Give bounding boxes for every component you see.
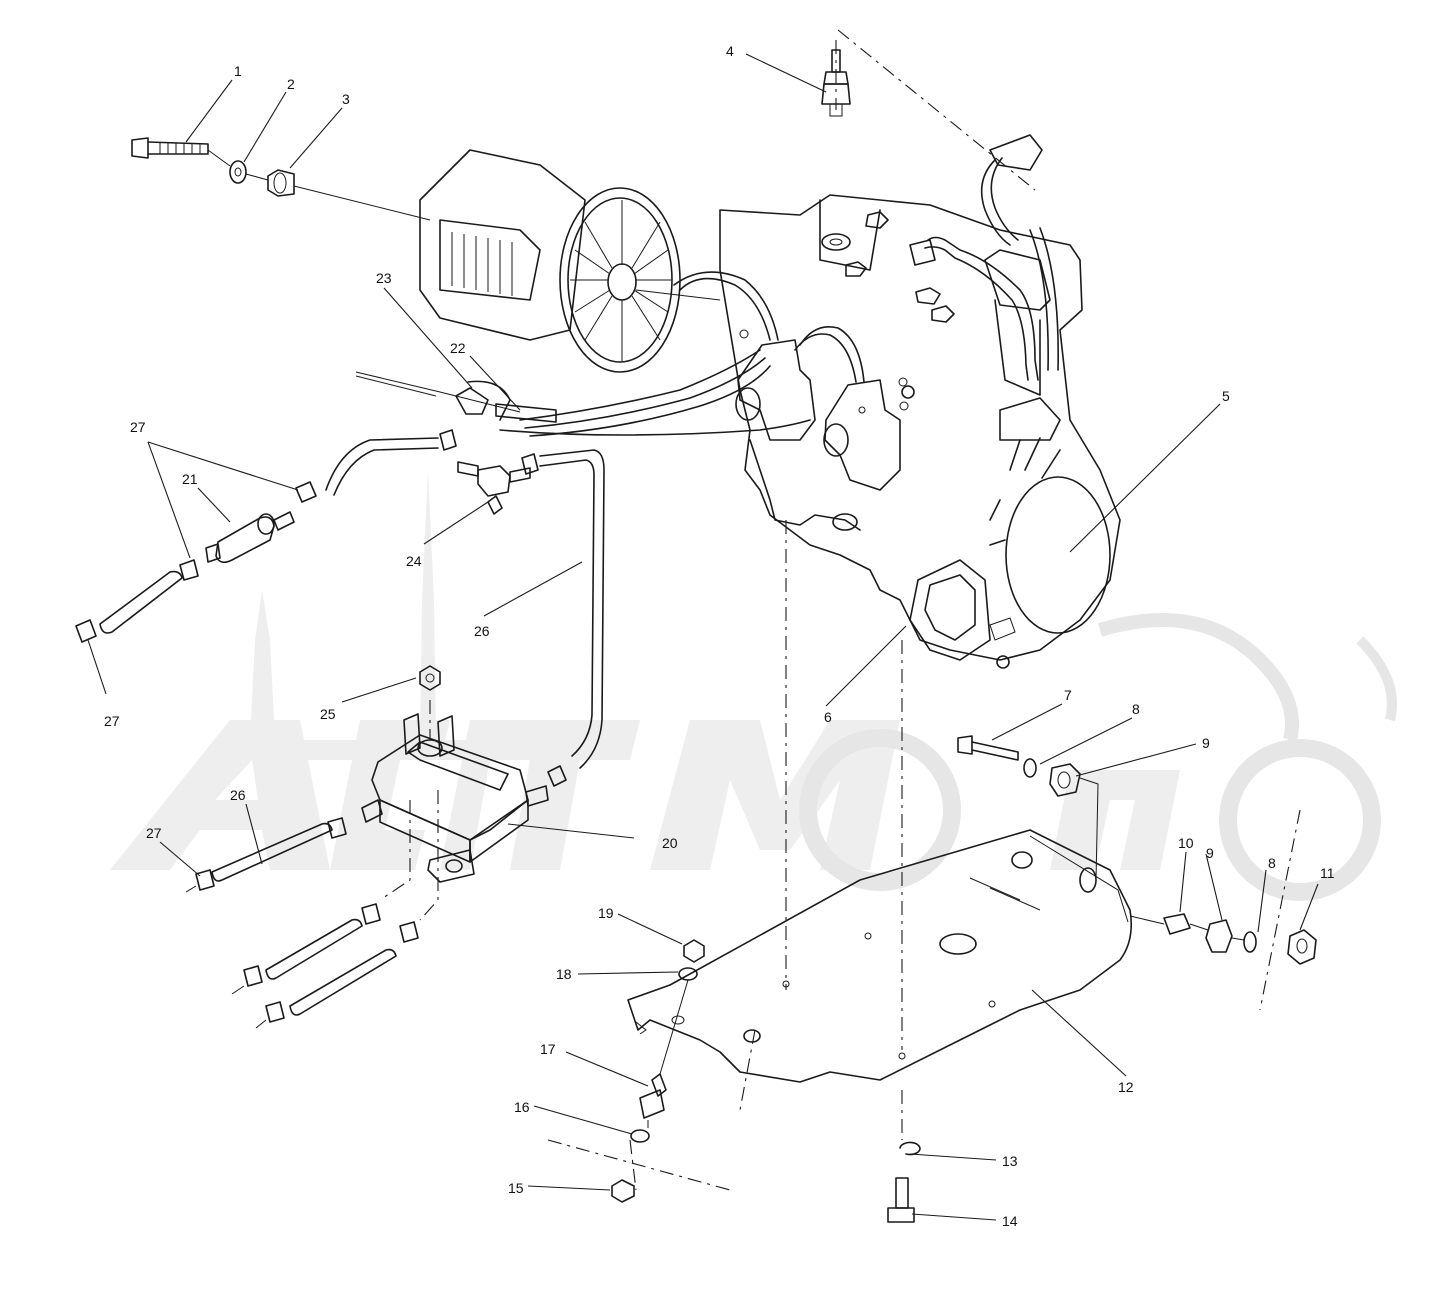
throttle-cable-parts-22-23 <box>355 371 557 423</box>
callout-19: 19 <box>598 905 614 921</box>
nut-part-11 <box>1287 929 1317 965</box>
carburetors <box>499 271 901 491</box>
nut-part-15 <box>611 1179 635 1203</box>
callout-26-upper: 26 <box>474 623 490 639</box>
callout-25: 25 <box>320 706 336 722</box>
engine-assembly <box>719 194 1121 669</box>
callout-20: 20 <box>662 835 678 851</box>
callout-15: 15 <box>508 1180 524 1196</box>
callout-12: 12 <box>1118 1079 1134 1095</box>
callout-21: 21 <box>182 471 198 487</box>
fuel-hose-segment <box>99 570 183 634</box>
spacer-part-3 <box>267 169 295 197</box>
washer-part-16 <box>630 1129 650 1143</box>
callout-17: 17 <box>540 1041 556 1057</box>
fuel-pump-part-20 <box>361 713 549 883</box>
callout-24: 24 <box>406 553 422 569</box>
nut-part-25 <box>419 665 441 691</box>
callout-14: 14 <box>1002 1213 1018 1229</box>
callout-1: 1 <box>234 63 242 79</box>
leader-lines <box>87 53 1319 1221</box>
callout-4: 4 <box>726 43 734 59</box>
nut-part-19 <box>683 939 705 963</box>
callout-8-upper: 8 <box>1132 701 1140 717</box>
washer-part-2 <box>229 160 247 184</box>
washer-part-8-upper <box>1023 758 1037 778</box>
ignition-wires <box>924 134 1059 381</box>
hose-clamps-part-27 <box>75 429 567 1023</box>
callout-5: 5 <box>1222 388 1230 404</box>
mount-part-9-lower <box>1205 919 1233 953</box>
washer-part-8-lower <box>1243 931 1257 953</box>
callout-22: 22 <box>450 340 466 356</box>
drive-clutch <box>419 149 721 373</box>
callout-9-upper: 9 <box>1202 735 1210 751</box>
fuel-hoses-lower <box>185 822 397 1029</box>
callout-18: 18 <box>556 966 572 982</box>
assembly-axis-lines <box>379 29 1301 1191</box>
callout-27-left: 27 <box>104 713 120 729</box>
callout-13: 13 <box>1002 1153 1018 1169</box>
switch-part-17 <box>639 1073 667 1128</box>
bolt-part-1 <box>131 137 209 159</box>
callout-27-lower: 27 <box>146 825 162 841</box>
fuel-filter-part-21 <box>205 511 295 564</box>
callout-9-lower: 9 <box>1206 845 1214 861</box>
tee-fitting-part-24 <box>457 461 531 515</box>
callout-10: 10 <box>1178 835 1194 851</box>
callout-16: 16 <box>514 1099 530 1115</box>
engine-plate-part-12 <box>627 829 1133 1083</box>
bolt-part-14 <box>887 1177 915 1223</box>
callout-11: 11 <box>1320 865 1335 881</box>
bolt-part-7 <box>957 735 1019 761</box>
snap-ring-part-13 <box>899 1141 921 1156</box>
watermark-logo <box>110 470 1397 901</box>
callout-labels: 1 2 3 4 5 6 7 8 9 10 9 8 11 12 13 14 15 … <box>104 43 1335 1229</box>
callout-23: 23 <box>376 270 392 286</box>
callout-6: 6 <box>824 709 832 725</box>
callout-27-upper: 27 <box>130 419 146 435</box>
callout-26-lower: 26 <box>230 787 246 803</box>
callout-3: 3 <box>342 91 350 107</box>
mount-part-9-upper <box>1049 763 1081 797</box>
callout-2: 2 <box>287 76 295 92</box>
washer-part-18 <box>678 967 698 981</box>
callout-8-lower: 8 <box>1268 855 1276 871</box>
spark-plug-part-4 <box>821 49 851 117</box>
fuel-line-part-26 <box>325 437 605 769</box>
spacer-part-10 <box>1163 913 1191 935</box>
callout-7: 7 <box>1064 687 1072 703</box>
